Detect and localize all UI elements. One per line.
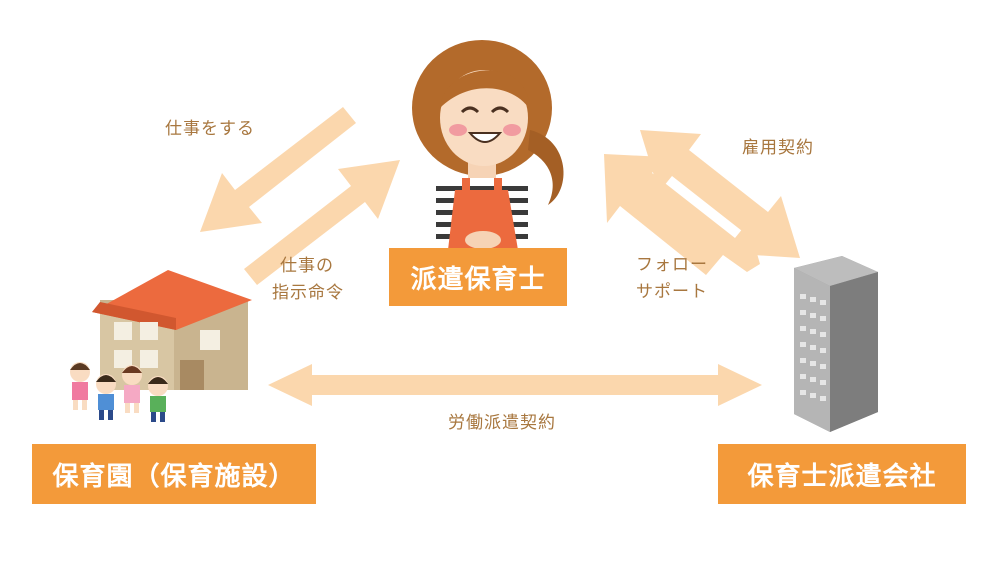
instruction-edge-label-line2: 指示命令: [272, 283, 344, 303]
dispatch-contract-edge-label: 労働派遣契約: [448, 413, 556, 433]
follow-edge-label-line1: フォロー: [636, 255, 708, 275]
office-building-illustration: [794, 256, 878, 432]
agency-label: 保育士派遣会社: [718, 444, 966, 504]
employment-edge-label: 雇用契約: [742, 138, 814, 158]
arrow-work: [200, 107, 356, 232]
nursery-label: 保育園（保育施設）: [32, 444, 316, 504]
nursery-building-illustration: [92, 270, 252, 390]
instruction-edge-label-line1: 仕事の: [280, 256, 334, 276]
work-edge-label: 仕事をする: [165, 119, 255, 139]
arrow-follow: [604, 154, 760, 275]
arrow-dispatch-contract: [268, 364, 762, 406]
follow-edge-label-line2: サポート: [636, 282, 708, 302]
children-illustration: [70, 362, 168, 422]
arrow-instruction: [244, 160, 400, 285]
nursery-teacher-illustration: [412, 40, 564, 250]
worker-label: 派遣保育士: [389, 248, 567, 306]
arrow-employment: [640, 130, 800, 258]
